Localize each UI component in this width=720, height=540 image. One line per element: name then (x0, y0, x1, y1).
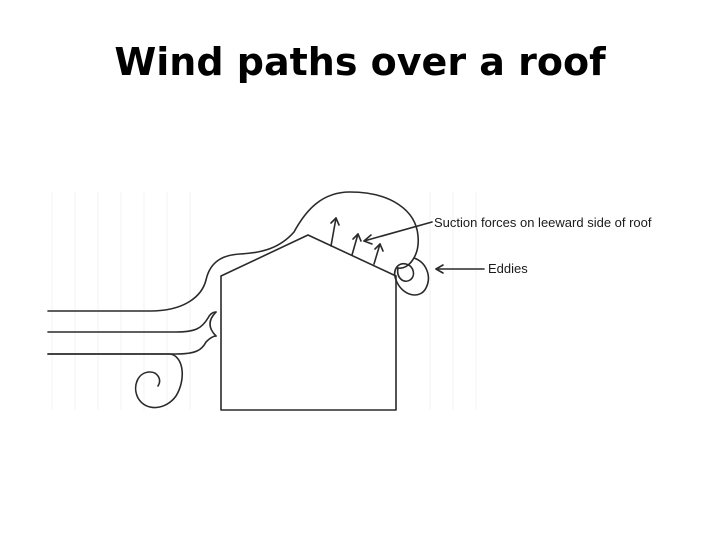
eddies-callout-arrowhead (435, 264, 444, 274)
house-outline (220, 234, 397, 411)
suction-arrow-1-head (330, 217, 340, 226)
scan-texture (51, 192, 477, 410)
eave-eddy (393, 257, 430, 296)
page-title: Wind paths over a roof (114, 40, 606, 84)
wind-path-split-bottom (47, 335, 217, 355)
suction-arrow-3 (373, 243, 381, 265)
suction-arrows (330, 217, 384, 265)
suction-arrow-2 (351, 233, 359, 256)
suction-callout-arrowhead (363, 234, 373, 245)
wind-path-ground-eddy (47, 353, 183, 409)
wall-stagnation-curve (209, 311, 217, 337)
suction-arrow-1 (330, 217, 337, 247)
suction-callout-arrow (363, 221, 433, 242)
suction-arrow-3-head (374, 243, 384, 252)
wind-path-split-top (47, 311, 217, 333)
suction-arrow-2-head (352, 233, 362, 242)
suction-label: Suction forces on leeward side of roof (434, 215, 652, 230)
wind-path-over-roof (47, 191, 419, 312)
eddies-label: Eddies (488, 261, 528, 276)
